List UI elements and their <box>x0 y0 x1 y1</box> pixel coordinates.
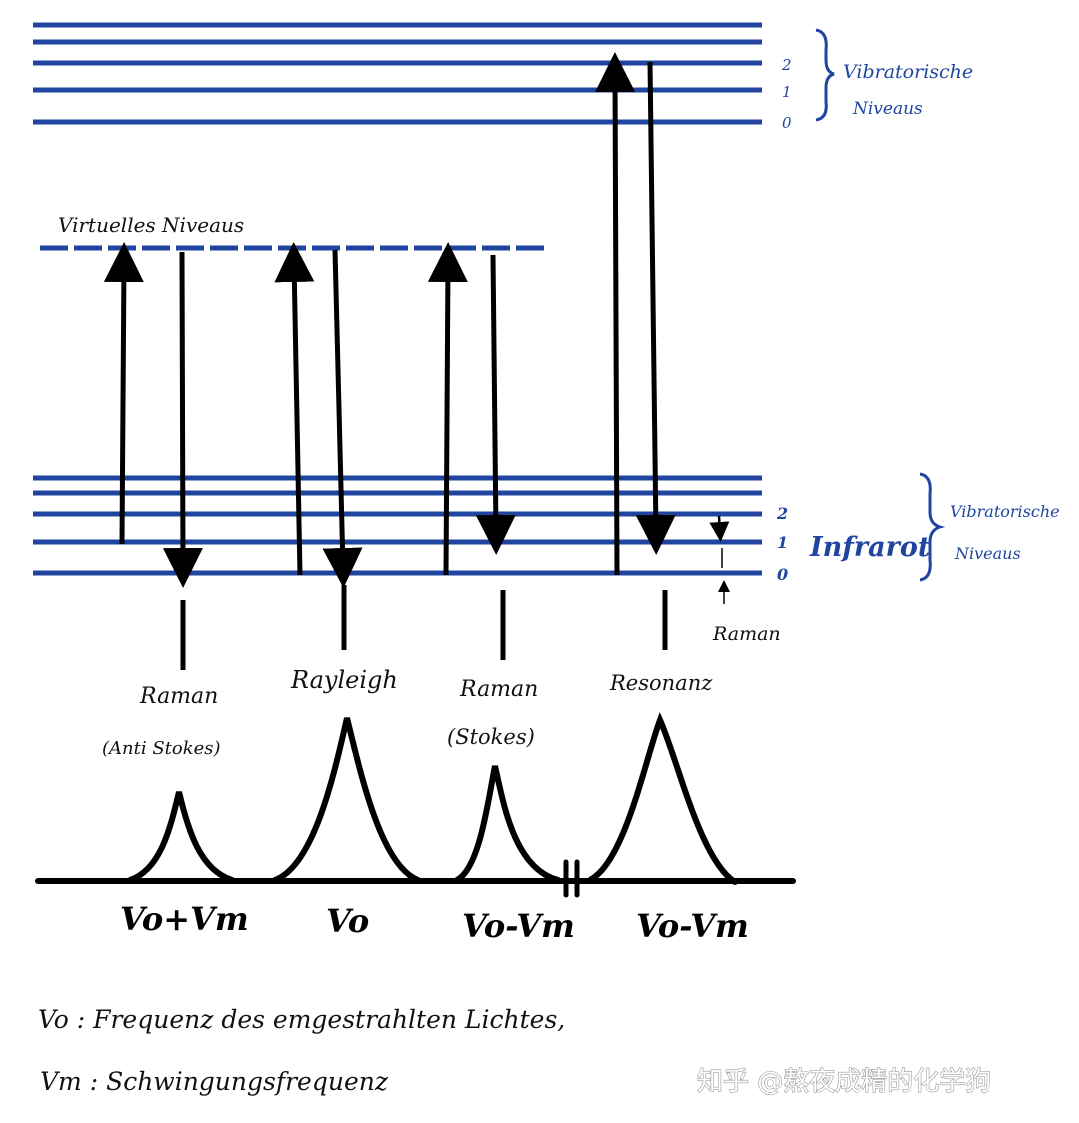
anti-stokes-peak <box>127 791 235 883</box>
upper-group-label-2: Niveaus <box>852 99 923 119</box>
resonance-peak <box>587 712 738 885</box>
upper-levels <box>33 22 762 125</box>
upper-level-numbers: 2 1 0 <box>781 56 792 132</box>
resonance-down-arrow <box>635 61 676 555</box>
raman-small-arrows <box>709 515 730 604</box>
anti-stokes-name: Raman <box>139 684 218 709</box>
upper-brace <box>815 28 835 122</box>
virtual-level-label: Virtuelles Niveaus <box>58 213 244 237</box>
rayleigh-up-arrow <box>274 242 315 576</box>
lower-brace <box>919 472 946 582</box>
connector-ticks <box>180 585 668 670</box>
lower-number-2: 2 <box>776 504 788 523</box>
legend-line-1: Vo : Frequenz des emgestrahlten Lichtes, <box>38 1005 565 1034</box>
stokes-up-arrow <box>427 242 468 576</box>
rayleigh-frequency: Vo <box>326 902 369 940</box>
infrarot-label: Infrarot <box>809 532 931 563</box>
anti-stokes-frequency: Vo+Vm <box>120 900 249 938</box>
lower-levels <box>33 475 762 576</box>
upper-group-label-1: Vibratorische <box>843 61 973 83</box>
rayleigh-peak <box>272 717 421 883</box>
resonance-frequency: Vo-Vm <box>636 907 749 945</box>
upper-number-0: 0 <box>782 114 792 132</box>
stokes-peak <box>454 765 561 883</box>
watermark: 知乎 @熬夜成精的化学狗 <box>697 1067 991 1097</box>
upper-number-1: 1 <box>782 83 792 101</box>
legend-line-2: Vm : Schwingungsfrequenz <box>40 1067 389 1096</box>
transition-arrows <box>103 52 676 588</box>
rayleigh-name: Rayleigh <box>290 666 398 694</box>
lower-group-label-2: Niveaus <box>954 544 1021 563</box>
lower-level-numbers: 2 1 0 <box>776 504 788 584</box>
raman-small-label: Raman <box>712 623 781 645</box>
stokes-frequency: Vo-Vm <box>462 907 575 945</box>
upper-number-2: 2 <box>781 56 792 74</box>
anti-stokes-sub: (Anti Stokes) <box>102 738 221 759</box>
stokes-name: Raman <box>459 677 538 702</box>
lower-number-0: 0 <box>777 565 788 584</box>
rayleigh-down-arrow <box>322 249 363 588</box>
stokes-down-arrow <box>475 254 516 555</box>
lower-group-label-1: Vibratorische <box>950 502 1060 521</box>
anti-stokes-up-arrow <box>103 242 144 545</box>
resonance-name: Resonanz <box>609 671 713 695</box>
spectrum <box>35 712 796 898</box>
lower-number-1: 1 <box>777 533 788 552</box>
anti-stokes-down-arrow <box>162 251 203 588</box>
resonance-up-arrow <box>595 52 636 576</box>
stokes-sub: (Stokes) <box>447 725 535 749</box>
